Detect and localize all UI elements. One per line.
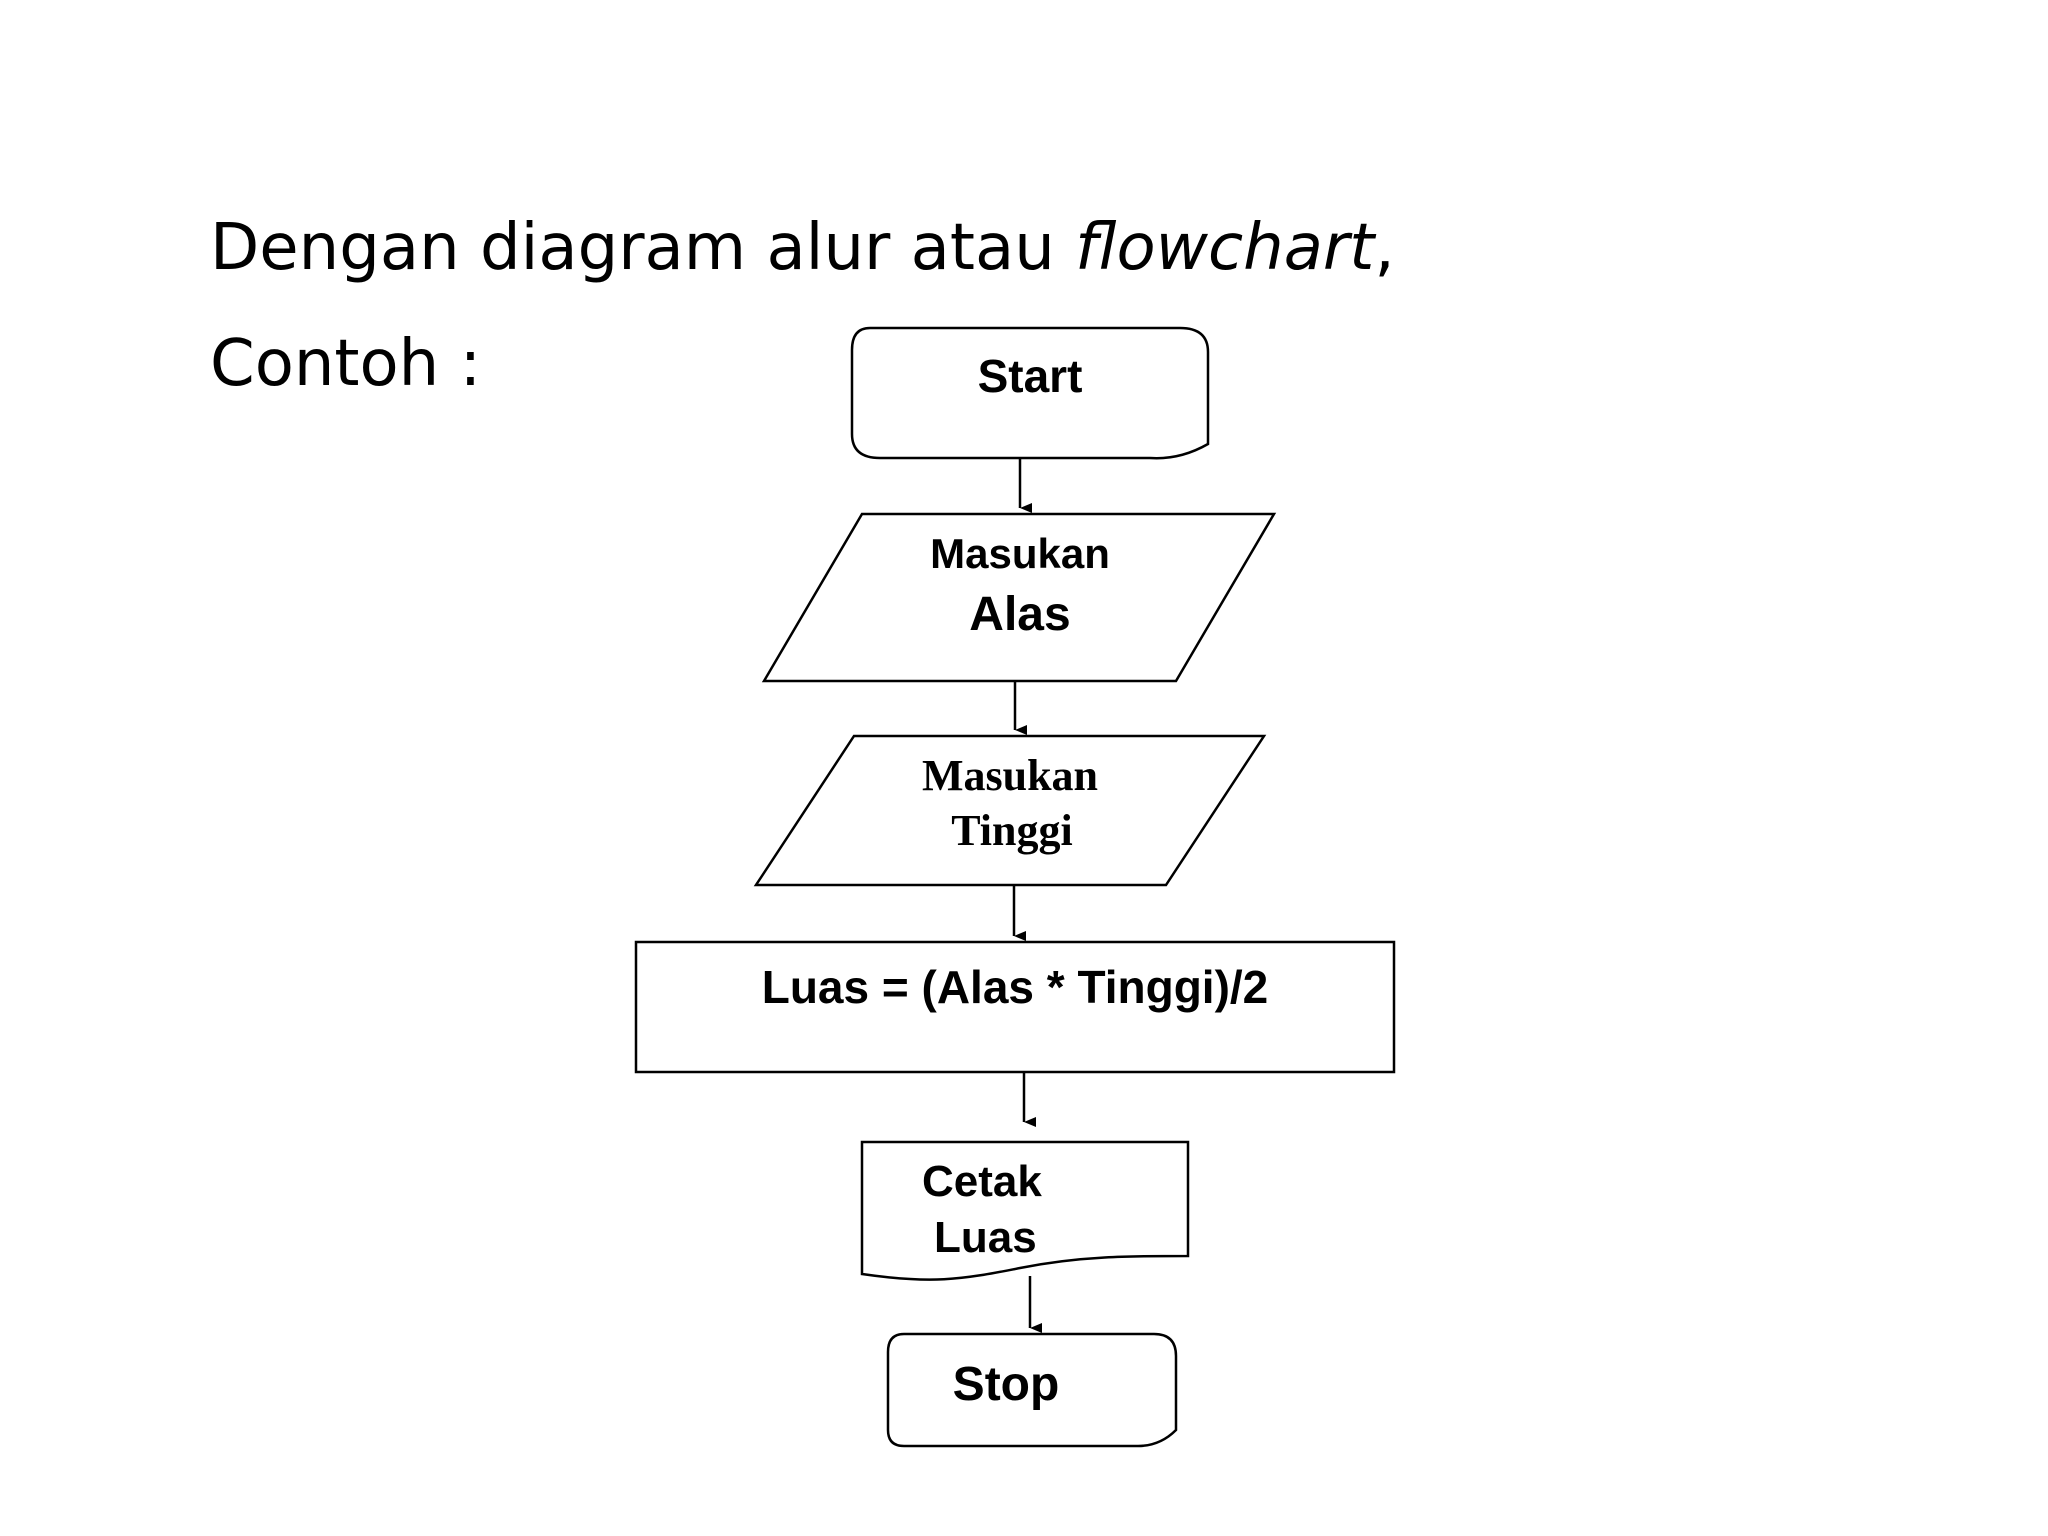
heading-text: Dengan diagram alur atau (210, 211, 1076, 285)
input-alas-label-line2: Alas (969, 588, 1070, 641)
process-label: Luas = (Alas * Tinggi)/2 (762, 961, 1269, 1013)
input-tinggi-label-line1: Masukan (922, 751, 1098, 800)
stop-label: Stop (953, 1358, 1060, 1411)
process-rectangle: Luas = (Alas * Tinggi)/2 (634, 940, 1396, 1074)
input-alas-parallelogram: Masukan Alas (761, 512, 1277, 683)
example-label: Contoh : (210, 327, 482, 401)
input-alas-label-line1: Masukan (930, 530, 1110, 577)
heading-italic-term: flowchart (1075, 211, 1375, 285)
stop-terminal: Stop (886, 1332, 1178, 1448)
output-label-line1: Cetak (922, 1157, 1042, 1206)
start-label: Start (978, 350, 1083, 402)
output-label-line2: Luas (934, 1213, 1037, 1262)
input-tinggi-parallelogram: Masukan Tinggi (753, 734, 1267, 887)
heading-suffix: , (1374, 211, 1395, 285)
input-tinggi-label-line2: Tinggi (951, 806, 1072, 855)
output-document: Cetak Luas (860, 1140, 1190, 1281)
start-terminal: Start (850, 326, 1210, 460)
slide-heading: Dengan diagram alur atau flowchart, (210, 216, 1395, 280)
